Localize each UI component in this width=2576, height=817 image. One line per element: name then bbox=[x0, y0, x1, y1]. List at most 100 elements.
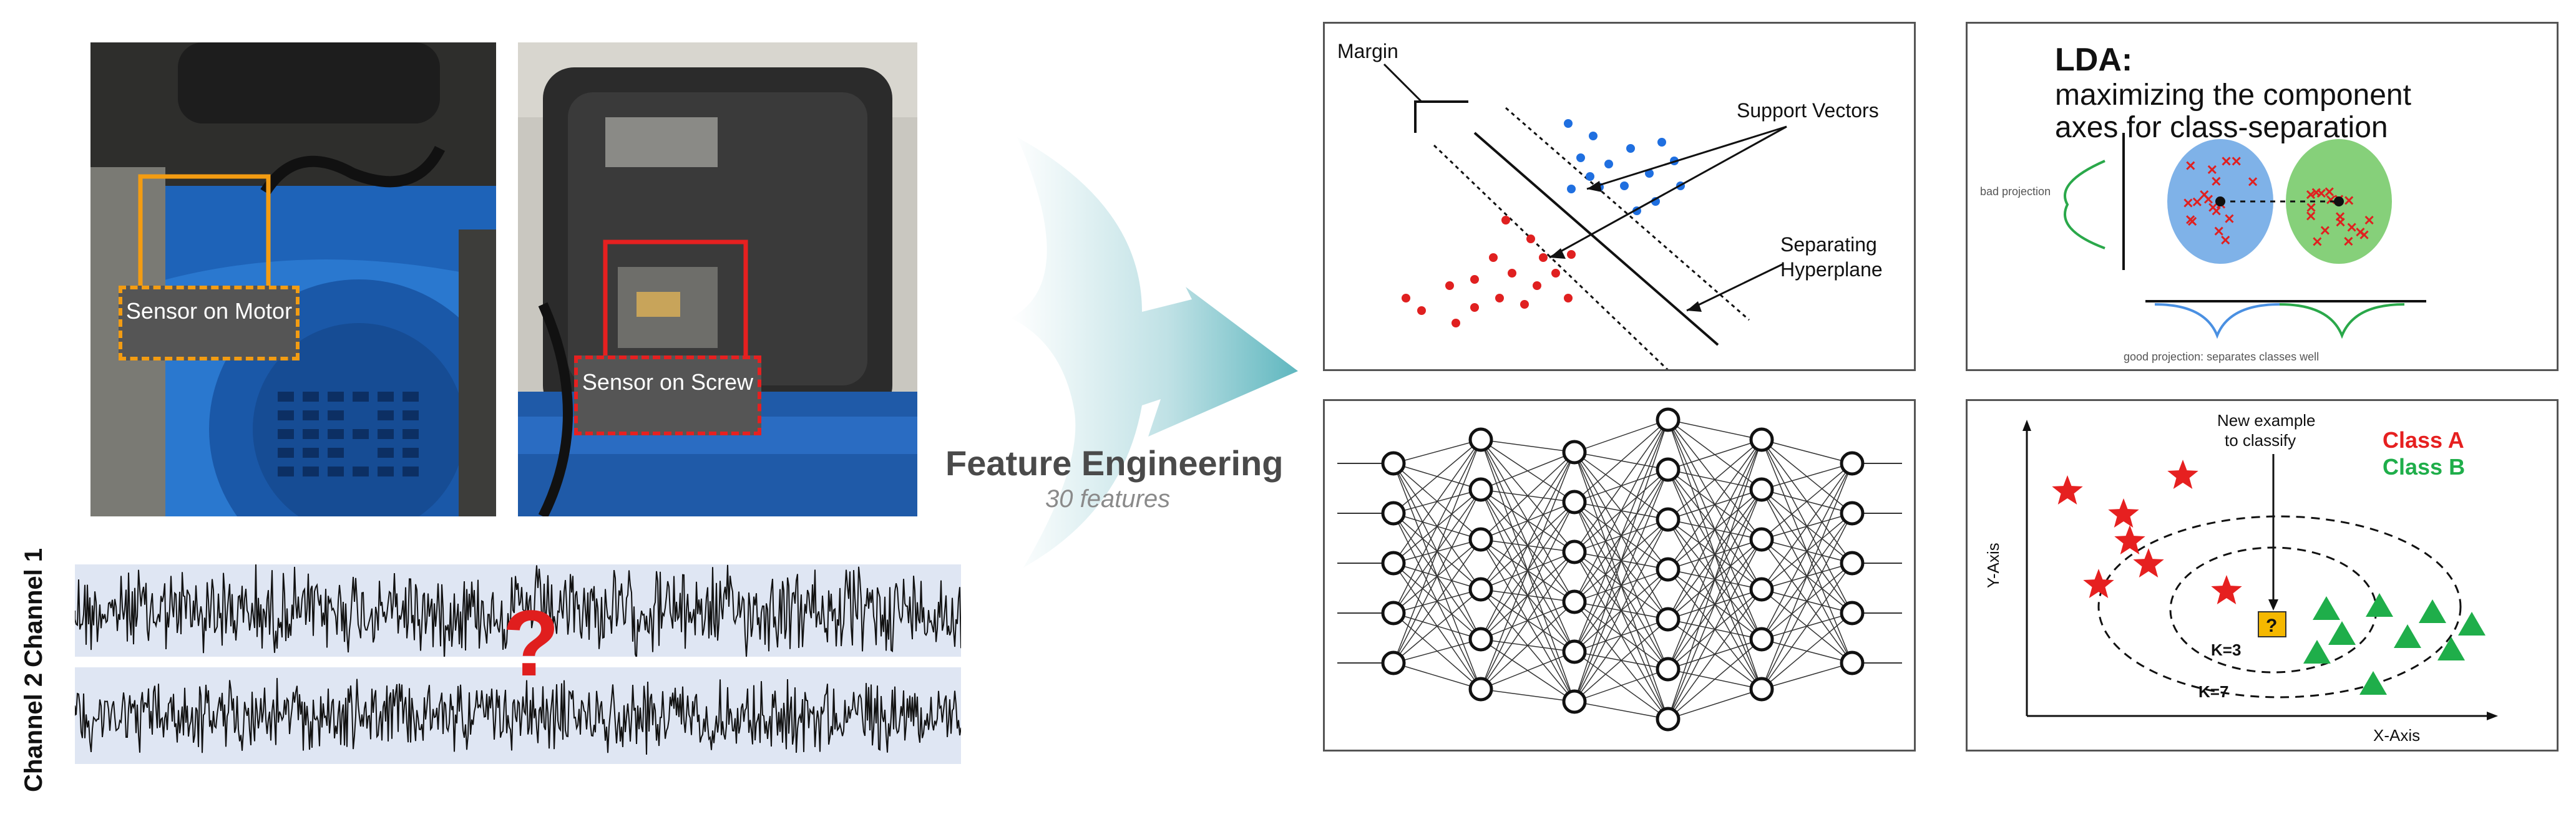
nn-connection bbox=[1667, 439, 1762, 720]
x-axis-label: X-Axis bbox=[2373, 726, 2420, 745]
nn-connection bbox=[1761, 563, 1853, 690]
lda-point-mark bbox=[2344, 236, 2353, 246]
nn-node bbox=[1840, 551, 1865, 576]
good-projection-blue bbox=[2154, 303, 2280, 339]
screw-sensor-callout: Sensor on Screw bbox=[574, 355, 761, 435]
screw-photo-drawing bbox=[518, 42, 917, 516]
class-a-star bbox=[2211, 575, 2242, 604]
class-a-star bbox=[2083, 569, 2114, 598]
lda-point-mark bbox=[2200, 190, 2209, 200]
separating-label-1: Separating bbox=[1780, 233, 1877, 256]
query-mark: ? bbox=[2266, 616, 2277, 636]
nn-connection bbox=[1393, 439, 1481, 514]
nn-connection bbox=[1480, 452, 1575, 540]
nn-connection bbox=[1574, 419, 1669, 602]
lda-point-mark bbox=[2336, 218, 2345, 227]
class-a-label: Class A bbox=[2383, 427, 2464, 453]
nn-node bbox=[1656, 507, 1681, 532]
feature-arrow bbox=[1011, 137, 1298, 568]
good-projection-green bbox=[2279, 303, 2405, 339]
nn-node bbox=[1840, 601, 1865, 626]
nn-node bbox=[1468, 477, 1493, 502]
new-example-label-1: New example bbox=[2217, 411, 2316, 430]
svm-diagram: Margin Support Vectors Separating Hyperp… bbox=[1337, 40, 1883, 377]
lda-point-mark bbox=[2183, 198, 2193, 208]
lda-point-mark bbox=[2208, 203, 2218, 212]
nn-node bbox=[1562, 539, 1587, 564]
sv-arrow-1 bbox=[1586, 125, 1787, 190]
nn-node bbox=[1749, 477, 1774, 502]
class-b-triangle bbox=[2303, 640, 2331, 664]
class-b-triangle bbox=[2437, 637, 2465, 660]
class-a-stars bbox=[2052, 460, 2242, 604]
nn-node bbox=[1381, 650, 1406, 675]
class-b-label: Class B bbox=[2383, 454, 2465, 480]
arrow-shape bbox=[1011, 137, 1298, 568]
nn-connection bbox=[1574, 419, 1669, 652]
waveform-trace bbox=[74, 678, 962, 755]
question-mark: ? bbox=[502, 591, 560, 695]
lda-point-mark bbox=[2325, 187, 2334, 196]
lda-point-mark bbox=[2214, 226, 2223, 236]
nn-node bbox=[1468, 677, 1493, 702]
lda-mean-blue bbox=[2215, 196, 2225, 206]
nn-connection bbox=[1667, 439, 1762, 620]
nn-connection bbox=[1480, 651, 1575, 690]
margin-line-upper bbox=[1505, 107, 1750, 321]
class-b-triangle bbox=[2394, 624, 2421, 648]
nn-node bbox=[1468, 427, 1493, 452]
y-axis-label: Y-Axis bbox=[1984, 543, 2003, 588]
channel2-label: Channel 2 bbox=[20, 672, 47, 792]
motor-sensor-label: Sensor on Motor bbox=[125, 298, 293, 324]
nn-connection bbox=[1667, 439, 1762, 520]
class-a-star bbox=[2108, 498, 2139, 528]
screw-sensor-label: Sensor on Screw bbox=[582, 369, 754, 395]
lda-point-mark bbox=[2248, 177, 2258, 186]
nn-connection bbox=[1667, 539, 1762, 720]
lda-point-mark bbox=[2186, 215, 2195, 225]
nn-connection bbox=[1480, 452, 1575, 490]
class-b-triangles bbox=[2303, 593, 2486, 695]
nn-connection bbox=[1761, 463, 1853, 590]
nn-connection bbox=[1393, 662, 1481, 690]
class-a-star bbox=[2052, 475, 2083, 505]
neural-network-diagram bbox=[1337, 407, 1902, 732]
bad-projection-curve bbox=[2064, 160, 2105, 249]
nn-connection bbox=[1393, 439, 1481, 564]
nn-connection bbox=[1761, 463, 1853, 490]
knn-diagram: X-Axis Y-Axis ? New example to classify … bbox=[1984, 411, 2498, 745]
nn-connection bbox=[1761, 463, 1853, 640]
new-example-label-2: to classify bbox=[2225, 431, 2296, 450]
good-projection-label: good projection: separates classes well bbox=[2124, 350, 2319, 363]
channel1-waveform bbox=[74, 564, 962, 660]
nn-node bbox=[1656, 607, 1681, 632]
sv-arrow-2 bbox=[1549, 125, 1787, 259]
channel1-plot bbox=[74, 564, 962, 660]
nn-connection bbox=[1480, 551, 1575, 690]
lda-point-mark bbox=[2232, 157, 2241, 166]
nn-connection bbox=[1393, 439, 1481, 614]
nn-connection bbox=[1574, 419, 1669, 702]
class-b-triangle bbox=[2313, 596, 2340, 620]
nn-connection bbox=[1480, 601, 1575, 690]
nn-node bbox=[1468, 577, 1493, 602]
nn-connection bbox=[1574, 419, 1669, 453]
lda-point-mark bbox=[2306, 190, 2316, 200]
red-class-points bbox=[1402, 216, 1576, 327]
lda-class-points bbox=[2183, 157, 2374, 246]
motor-sensor-callout: Sensor on Motor bbox=[119, 286, 300, 360]
nn-node bbox=[1381, 451, 1406, 476]
motor-photo-drawing bbox=[90, 42, 496, 516]
lda-mean-green bbox=[2334, 196, 2344, 206]
lda-point-mark bbox=[2306, 211, 2316, 221]
nn-connection bbox=[1574, 619, 1669, 702]
nn-connection bbox=[1761, 662, 1853, 690]
nn-connection bbox=[1761, 612, 1853, 690]
lda-diagram: LDA: maximizing the component axes for c… bbox=[1980, 42, 2426, 363]
bad-projection-label: bad projection bbox=[1980, 185, 2051, 198]
k7-label: K=7 bbox=[2198, 682, 2228, 701]
margin-pointer bbox=[1383, 63, 1423, 103]
class-b-triangle bbox=[2328, 621, 2356, 645]
nn-connection bbox=[1480, 439, 1575, 453]
lda-point-mark bbox=[2364, 215, 2374, 225]
